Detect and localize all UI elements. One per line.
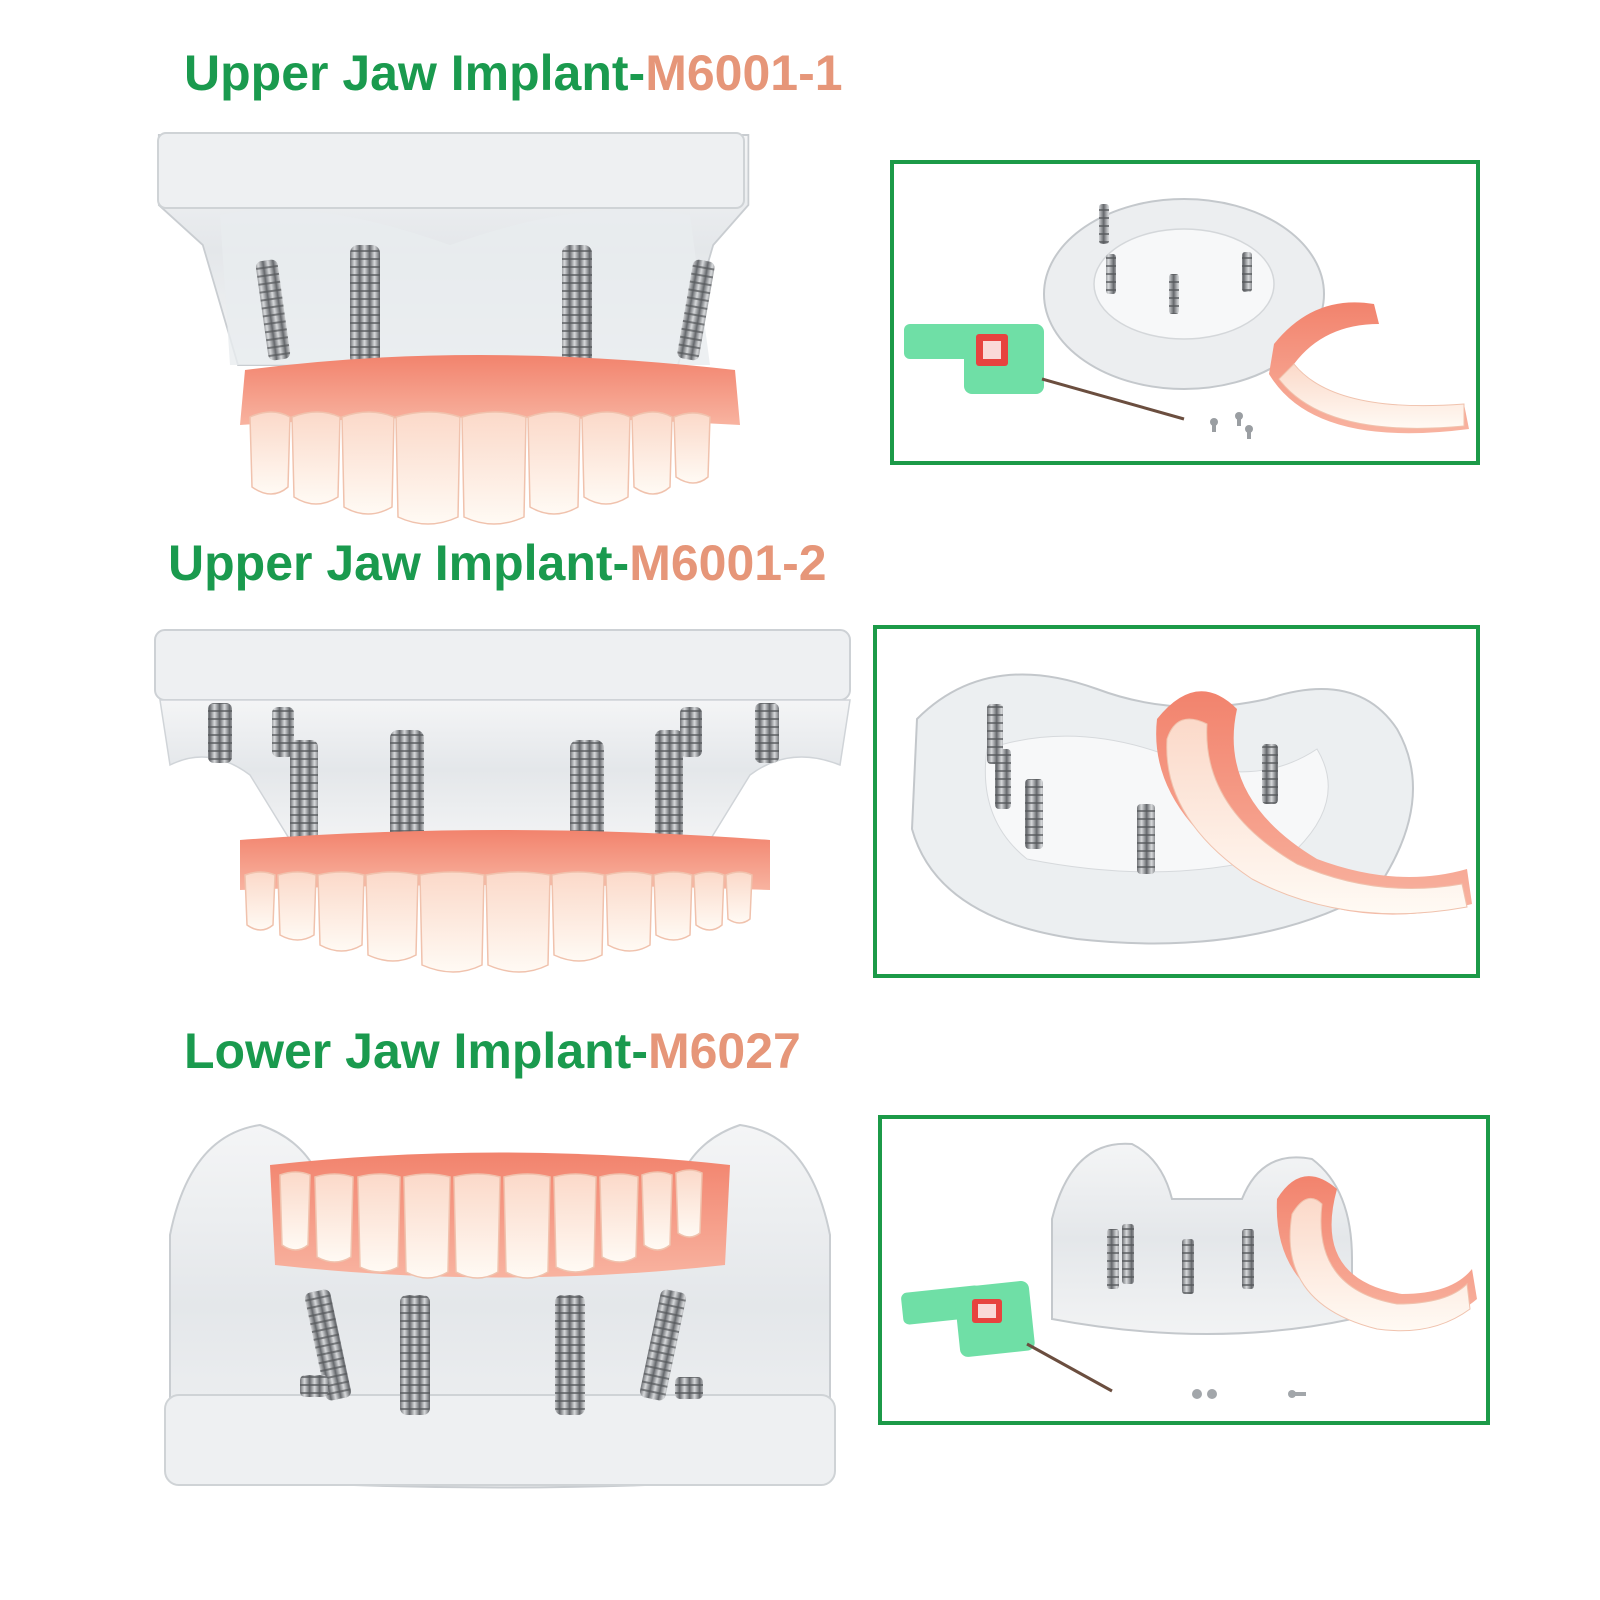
title-model-code: M6027 (647, 1023, 801, 1079)
lower-jaw-model-photo (150, 1115, 850, 1500)
upper-jaw-model-photo (150, 125, 750, 525)
upper-jaw-angled-photo (873, 625, 1480, 978)
title-model-code: M6001-1 (645, 45, 843, 101)
section-title-upper-jaw-m6001-1: Upper Jaw Implant-M6001-1 (184, 48, 843, 98)
title-prefix: Upper Jaw Implant- (184, 45, 646, 101)
section-title-lower-jaw-m6027: Lower Jaw Implant-M6027 (184, 1026, 801, 1076)
upper-jaw-kit-photo (890, 160, 1480, 465)
section-title-upper-jaw-m6001-2: Upper Jaw Implant-M6001-2 (168, 538, 827, 588)
title-prefix: Lower Jaw Implant- (184, 1023, 648, 1079)
lower-jaw-kit-photo (878, 1115, 1490, 1425)
title-model-code: M6001-2 (629, 535, 827, 591)
upper-jaw-model-photo-2 (150, 625, 860, 995)
title-prefix: Upper Jaw Implant- (168, 535, 630, 591)
